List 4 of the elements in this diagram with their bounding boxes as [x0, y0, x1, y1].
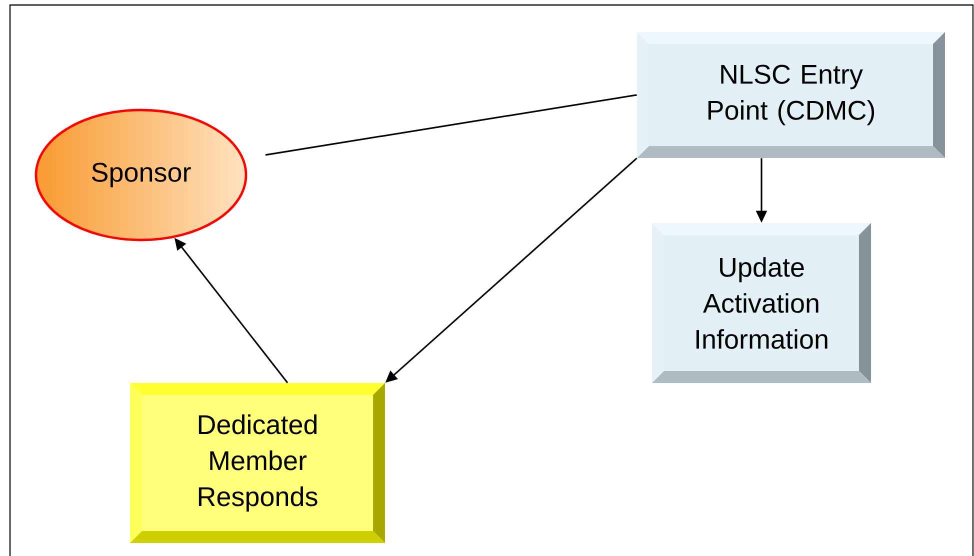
- bevel-box: NLSC Entry Point (CDMC): [637, 32, 945, 158]
- bevel-box: Update Activation Information: [652, 223, 871, 383]
- bevel-box: Dedicated Member Responds: [130, 382, 385, 543]
- oval-node: Sponsor: [34, 108, 248, 242]
